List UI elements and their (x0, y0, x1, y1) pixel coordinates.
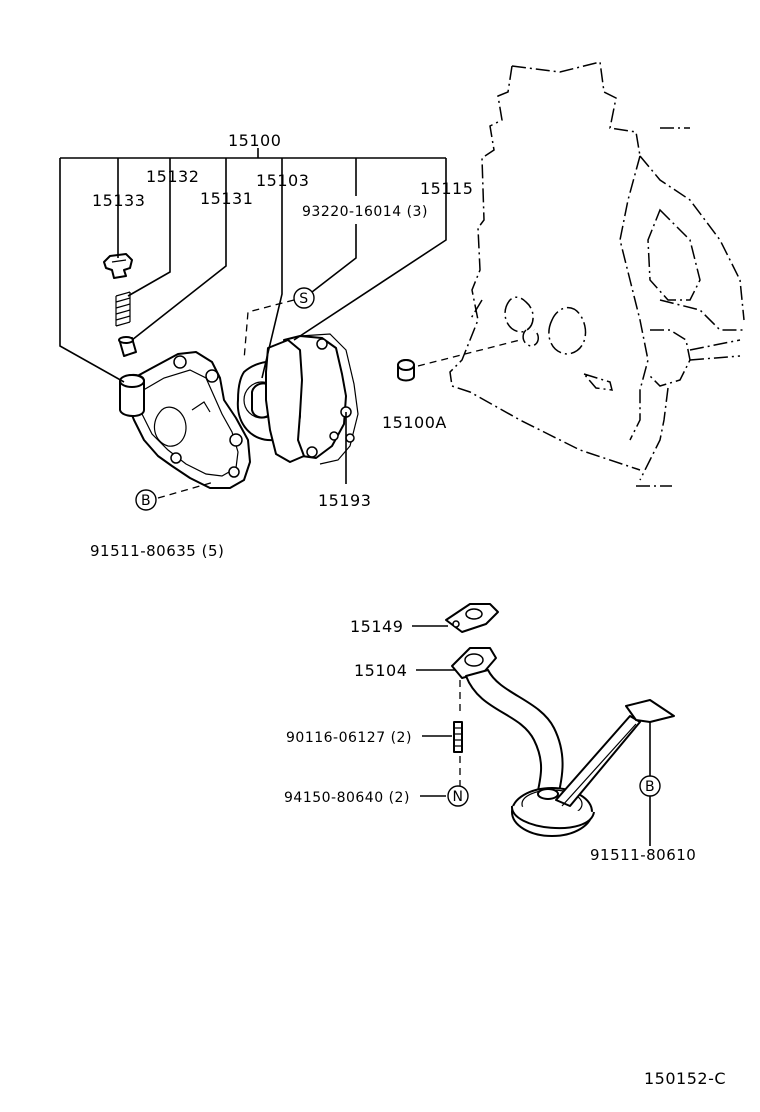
spring-15132 (115, 291, 131, 327)
label-94150: 94150-80640 (2) (284, 790, 410, 806)
label-15193: 15193 (318, 491, 371, 510)
oil-strainer-15104 (451, 647, 675, 837)
strainer-leaders (412, 625, 651, 846)
stud-90116 (453, 721, 463, 753)
label-93220: 93220-16014 (3) (302, 204, 428, 220)
oil-pump-body (125, 351, 251, 489)
svg-text:B: B (141, 493, 151, 509)
gasket-15149 (445, 603, 499, 633)
relief-valve-port (119, 374, 145, 417)
label-15103: 15103 (256, 171, 309, 190)
engine-block-outline (449, 61, 745, 487)
label-15149: 15149 (350, 617, 403, 636)
label-90116: 90116-06127 (2) (286, 730, 412, 746)
label-91511-80610: 91511-80610 (590, 846, 696, 864)
label-15104: 15104 (354, 661, 407, 680)
pump-cover-15115 (265, 335, 352, 463)
b-badge-strainer: B (639, 775, 661, 797)
n-badge: N (447, 785, 469, 807)
label-91511-80635: 91511-80635 (5) (90, 542, 224, 560)
svg-text:B: B (645, 779, 655, 795)
15100a-to-block-leader (417, 339, 521, 367)
label-15100a: 15100A (382, 413, 447, 432)
label-15100: 15100 (228, 131, 281, 150)
label-15132: 15132 (146, 167, 199, 186)
label-15115: 15115 (420, 179, 473, 198)
b-badge-pump: B (135, 489, 157, 511)
assembly-leaders (59, 148, 447, 499)
plug-15100a (397, 359, 415, 382)
label-15131: 15131 (200, 189, 253, 208)
svg-text:S: S (299, 291, 308, 307)
label-15133: 15133 (92, 191, 145, 210)
svg-text:N: N (453, 789, 464, 805)
s-badge: S (293, 287, 315, 309)
figure-code: 150152-C (644, 1069, 726, 1088)
plug-15133 (103, 253, 133, 279)
